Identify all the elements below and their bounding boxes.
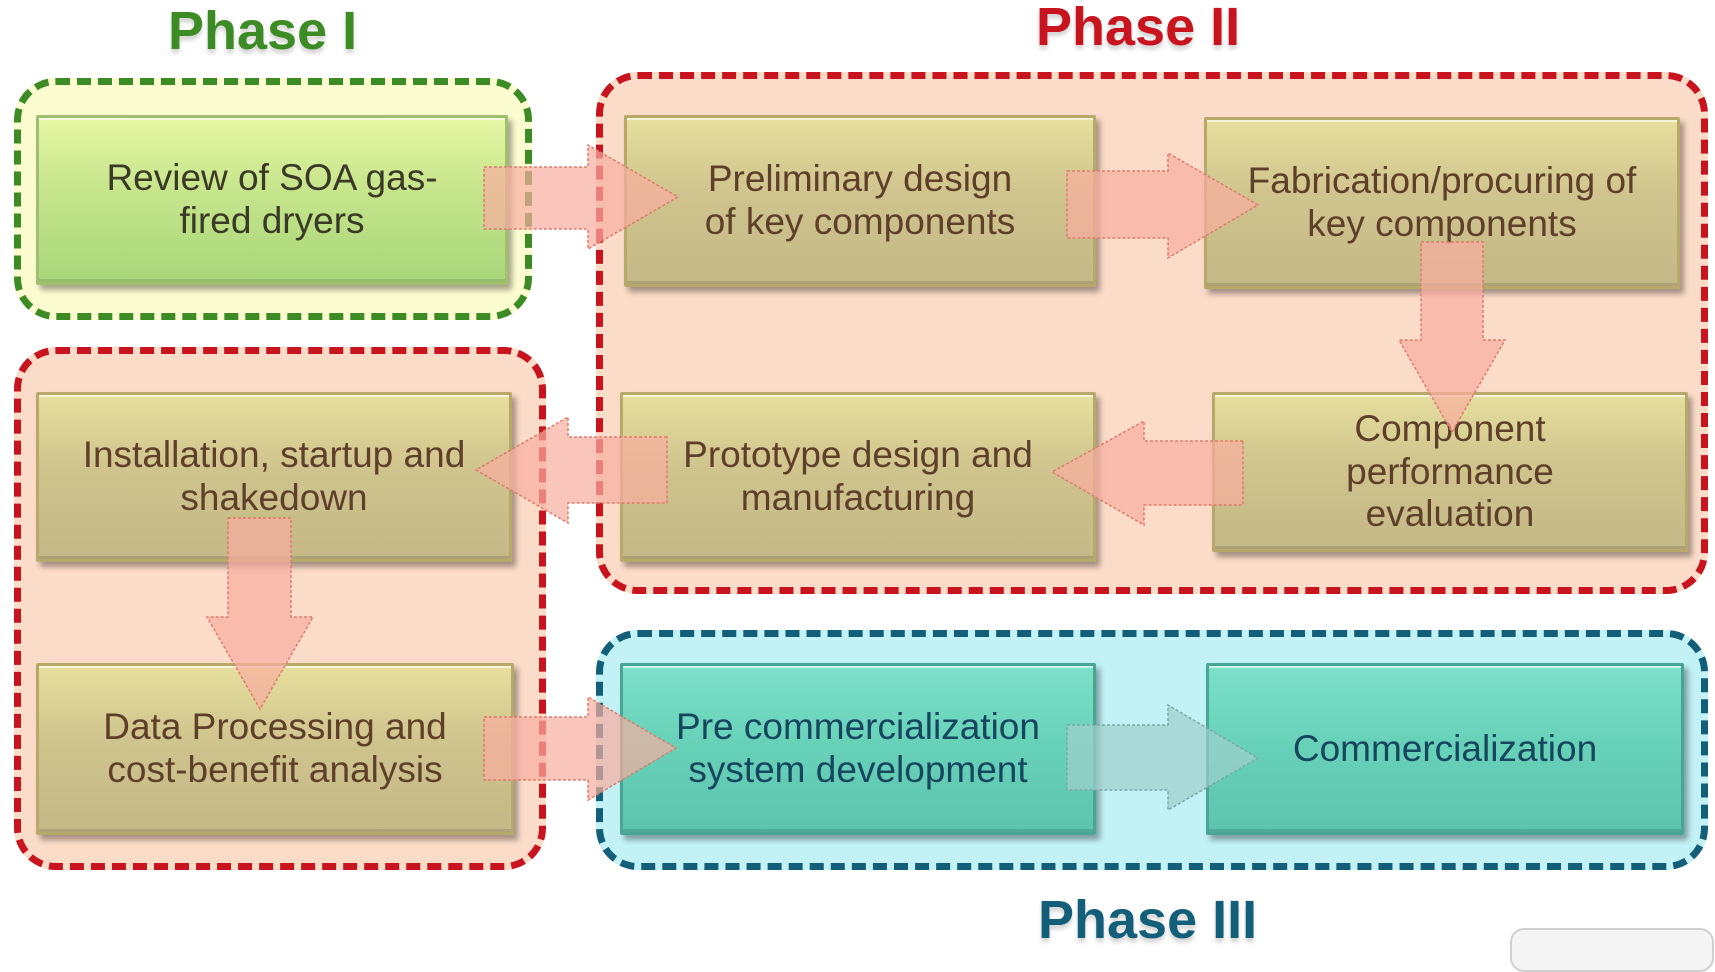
- step-precommercialization: Pre commercialization system development: [620, 663, 1096, 835]
- step-review-label: Review of SOA gas- fired dryers: [106, 157, 438, 241]
- step-commercialization: Commercialization: [1206, 663, 1684, 835]
- arrow-prototype-to-installation: [474, 415, 668, 525]
- step-data-processing-label: Data Processing and cost-benefit analysi…: [103, 706, 447, 790]
- arrow-review-to-preliminary: [483, 143, 680, 251]
- phase-2-title: Phase II: [1036, 0, 1241, 57]
- step-preliminary-design: Preliminary design of key components: [624, 115, 1096, 287]
- step-prototype-design-label: Prototype design and manufacturing: [683, 434, 1033, 518]
- step-installation-label: Installation, startup and shakedown: [82, 434, 466, 518]
- step-prototype-design: Prototype design and manufacturing: [620, 392, 1096, 562]
- arrow-data-to-precommercial: [483, 695, 678, 802]
- step-data-processing: Data Processing and cost-benefit analysi…: [36, 663, 514, 835]
- arrow-fabrication-to-evaluation: [1397, 241, 1507, 434]
- phase-1-title: Phase I: [168, 1, 358, 61]
- arrow-preliminary-to-fabrication: [1066, 151, 1260, 260]
- arrow-evaluation-to-prototype: [1050, 419, 1244, 527]
- step-commercialization-label: Commercialization: [1292, 727, 1598, 769]
- step-review-soa-dryers: Review of SOA gas- fired dryers: [36, 115, 508, 285]
- step-preliminary-design-label: Preliminary design of key components: [704, 158, 1016, 242]
- arrow-precommercial-to-commercialization: [1066, 703, 1260, 812]
- partial-logo-image: [1510, 928, 1714, 972]
- step-precommercialization-label: Pre commercialization system development: [676, 706, 1040, 790]
- step-fabrication-label: Fabrication/procuring of key components: [1247, 160, 1637, 244]
- arrow-installation-to-data: [205, 517, 315, 711]
- phase-3-title: Phase III: [1038, 890, 1258, 950]
